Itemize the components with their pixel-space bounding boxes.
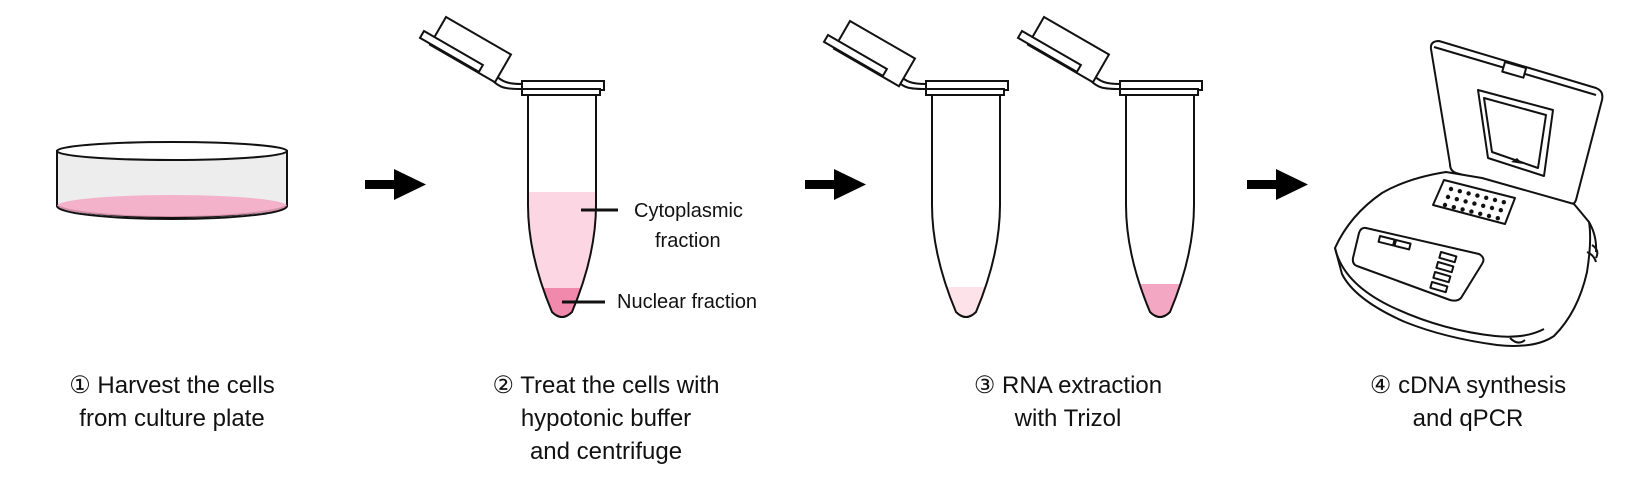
heating-block-well xyxy=(1469,209,1474,214)
microcentrifuge-tube-icon xyxy=(822,19,1009,318)
arrow-icon xyxy=(805,169,866,200)
step-1-line-1: ① Harvest the cells xyxy=(37,369,307,402)
step-2-caption: ② Treat the cells with hypotonic buffer … xyxy=(456,369,756,468)
arrow-icon xyxy=(1247,169,1308,200)
heating-block-wells xyxy=(1442,186,1507,221)
step-1-number: ① xyxy=(69,372,91,399)
step-2-text-3: and centrifuge xyxy=(529,438,683,465)
heating-block-well xyxy=(1457,189,1463,194)
step-2-number: ② xyxy=(492,372,515,399)
heating-block-well xyxy=(1442,202,1448,208)
heating-block-well xyxy=(1481,203,1486,208)
heating-block-well xyxy=(1451,205,1457,210)
cytoplasmic-fraction-label-line1: Cytoplasmic xyxy=(634,200,743,222)
step-4-number: ④ xyxy=(1369,372,1392,399)
heating-block-well xyxy=(1445,194,1451,200)
heating-block-well xyxy=(1501,200,1507,205)
step-2-line-1: ② Treat the cells with xyxy=(456,369,756,402)
thermocycler-icon xyxy=(1334,40,1604,347)
step-1-caption: ① Harvest the cells from culture plate xyxy=(37,369,307,435)
step-3-number: ③ xyxy=(973,372,996,399)
step-2-text-1: Treat the cells with xyxy=(520,372,720,399)
microcentrifuge-tube-icon xyxy=(418,15,618,318)
microcentrifuge-tube-icon xyxy=(1016,15,1203,318)
step-1-text-1: Harvest the cells xyxy=(97,372,275,399)
heating-block-well xyxy=(1484,195,1489,200)
heating-block-well xyxy=(1466,191,1471,196)
heating-block-well xyxy=(1492,197,1498,203)
heating-block-well xyxy=(1448,186,1454,192)
heating-block-well xyxy=(1478,211,1483,216)
heating-block-well xyxy=(1463,199,1468,204)
arrow-icon xyxy=(365,169,426,200)
step-4-text-2: and qPCR xyxy=(1412,405,1524,432)
step-3-caption: ③ RNA extraction with Trizol xyxy=(938,369,1198,435)
nuclear-fraction-label: Nuclear fraction xyxy=(617,291,758,313)
step-3-text-2: with Trizol xyxy=(1014,405,1122,432)
step-4-line-1: ④ cDNA synthesis xyxy=(1348,369,1588,402)
cytoplasmic-fraction-label-line2: fraction xyxy=(655,230,721,252)
heating-block-well xyxy=(1460,207,1465,212)
heating-block-well xyxy=(1498,208,1504,213)
heating-block-well xyxy=(1454,197,1460,202)
step-2-text-2: hypotonic buffer xyxy=(520,405,692,432)
culture-plate-icon xyxy=(56,141,288,220)
step-3-text-1: RNA extraction xyxy=(1002,372,1163,399)
heating-block-well xyxy=(1475,193,1480,198)
heating-block-well xyxy=(1472,201,1477,206)
heating-block-well xyxy=(1495,216,1501,221)
step-4-caption: ④ cDNA synthesis and qPCR xyxy=(1348,369,1588,435)
step-1-text-2: from culture plate xyxy=(79,405,265,432)
heating-block-well xyxy=(1486,213,1492,219)
heating-block-well xyxy=(1489,205,1495,211)
step-3-line-1: ③ RNA extraction xyxy=(938,369,1198,402)
step-4-text-1: cDNA synthesis xyxy=(1398,372,1567,399)
